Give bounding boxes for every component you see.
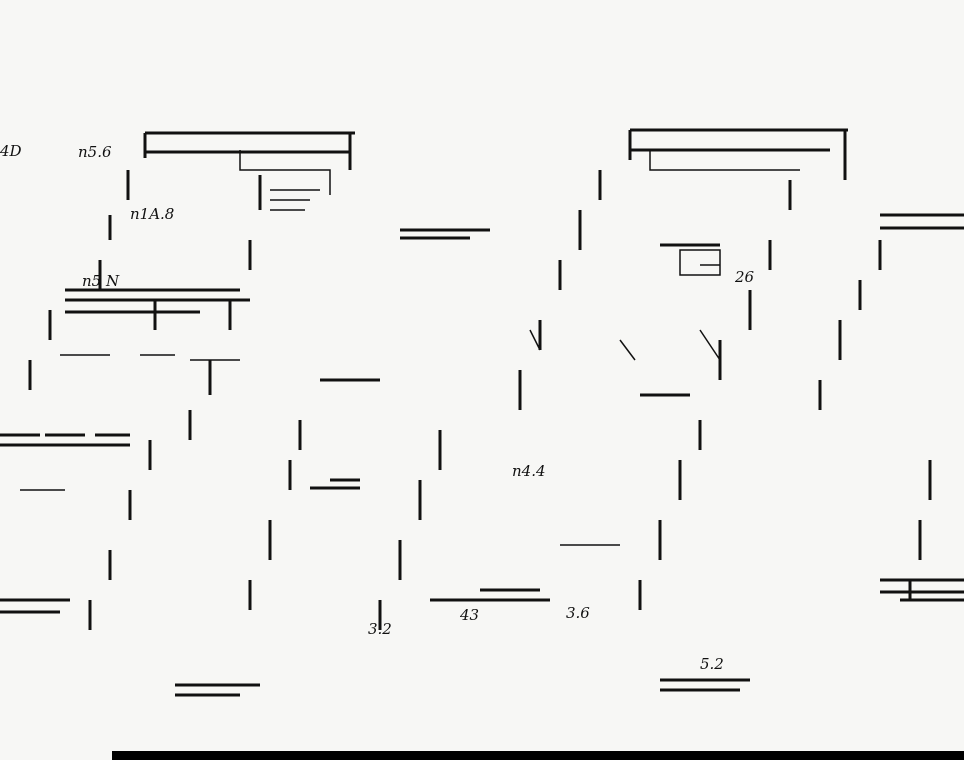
annotation-label: n1A.8: [130, 205, 175, 223]
annotation-label: 5.2: [700, 655, 724, 673]
wall-lines: [0, 128, 964, 697]
dimension-lines: [20, 150, 800, 546]
annotation-label: 3.2: [368, 620, 392, 638]
annotation-label: n4.4: [512, 462, 546, 480]
annotation-label: 43: [460, 606, 480, 624]
annotation-label: 26: [735, 268, 755, 286]
annotation-label: n5 N: [82, 272, 120, 290]
annotation-label: 4D: [0, 142, 22, 160]
annotation-label: 3.6: [566, 604, 590, 622]
scan-bottom-border: [112, 751, 964, 760]
annotation-label: n5.6: [78, 143, 112, 161]
